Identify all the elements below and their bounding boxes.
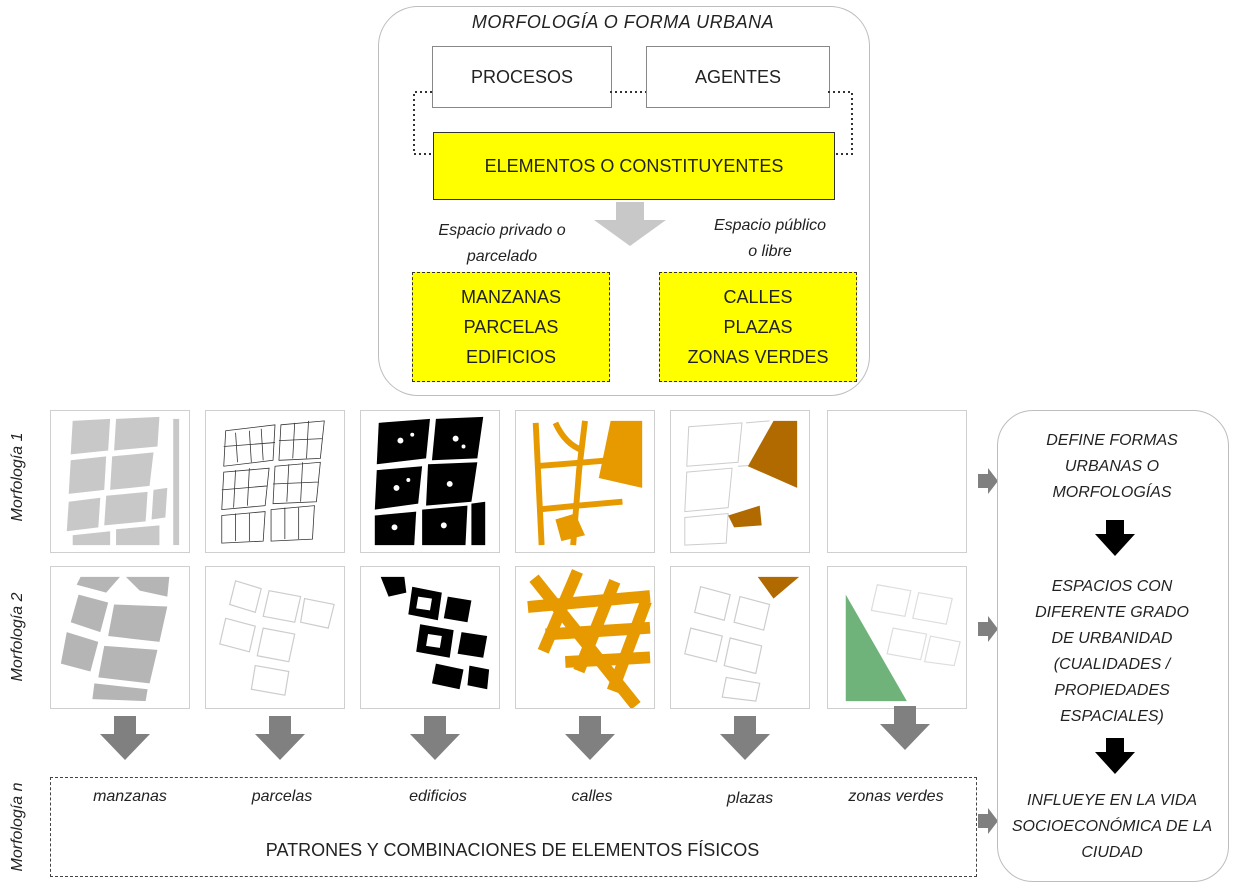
right-arrow-icon: [978, 468, 998, 494]
list-item: PLAZAS: [723, 317, 793, 337]
list-item: PARCELAS: [463, 317, 559, 337]
procesos-label: PROCESOS: [470, 66, 574, 87]
label-zonas-verdes: zonas verdes: [848, 788, 944, 805]
down-arrow-icon: [594, 202, 666, 246]
define-forms-text: DEFINE FORMAS URBANAS O MORFOLOGÍAS: [1046, 432, 1178, 501]
thumb-r2-manzanas: [50, 566, 190, 709]
thumb-r1-calles: [515, 410, 655, 553]
down-arrow-icon: [255, 716, 305, 760]
thumb-r2-edificios: [360, 566, 500, 709]
right-arrow-icon: [978, 808, 998, 834]
label-edificios: edificios: [409, 788, 467, 805]
down-arrow-icon: [410, 716, 460, 760]
label-parcelas: parcelas: [251, 788, 313, 805]
dotted-connectors: [413, 91, 853, 155]
patterns-box: [50, 777, 977, 877]
down-arrow-icon: [565, 716, 615, 760]
private-space-label: Espacio privado o parcelado: [438, 222, 566, 265]
down-arrow-icon: [1095, 520, 1135, 556]
patterns-title: PATRONES Y COMBINACIONES DE ELEMENTOS FÍ…: [265, 840, 760, 860]
thumb-r1-parcelas: [205, 410, 345, 553]
down-arrow-icon: [100, 716, 150, 760]
down-arrow-icon: [1095, 738, 1135, 774]
down-arrow-icon: [880, 706, 930, 750]
thumb-r2-plazas: [670, 566, 810, 709]
elementos-label: ELEMENTOS O CONSTITUYENTES: [484, 156, 784, 176]
agentes-label: AGENTES: [694, 66, 782, 87]
list-item: EDIFICIOS: [465, 347, 556, 367]
right-arrow-icon: [978, 616, 998, 642]
list-item: CALLES: [723, 287, 793, 307]
down-arrow-icon: [720, 716, 770, 760]
elementos-box: ELEMENTOS O CONSTITUYENTES: [433, 132, 835, 200]
public-elements-box: CALLES PLAZAS ZONAS VERDES: [659, 272, 857, 382]
list-item: ZONAS VERDES: [687, 347, 829, 367]
socioeconomic-text: INFLUEYE EN LA VIDA SOCIOECONÓMICA DE LA…: [1011, 792, 1213, 861]
row-label-2: Morfología 2: [9, 592, 26, 682]
outcomes-panel: [997, 410, 1229, 882]
private-elements-box: MANZANAS PARCELAS EDIFICIOS: [412, 272, 610, 382]
thumb-r1-plazas: [670, 410, 810, 553]
thumb-r2-zonas-verdes: [827, 566, 967, 709]
agentes-box: AGENTES: [646, 46, 830, 108]
procesos-box: PROCESOS: [432, 46, 612, 108]
urbanity-text: ESPACIOS CON DIFERENTE GRADO DE URBANIDA…: [1035, 578, 1189, 725]
thumb-r2-calles: [515, 566, 655, 709]
list-item: MANZANAS: [460, 287, 561, 307]
public-space-label: Espacio público o libre: [713, 217, 827, 260]
row-label-1: Morfología 1: [9, 432, 26, 522]
label-calles: calles: [571, 788, 613, 805]
label-plazas: plazas: [726, 790, 774, 807]
thumb-r1-edificios: [360, 410, 500, 553]
label-manzanas: manzanas: [93, 788, 167, 805]
thumb-r1-zonas-verdes: [827, 410, 967, 553]
panel-title: MORFOLOGÍA O FORMA URBANA: [471, 12, 775, 32]
thumb-r1-manzanas: [50, 410, 190, 553]
row-label-n: Morfología n: [9, 782, 26, 872]
thumb-r2-parcelas: [205, 566, 345, 709]
